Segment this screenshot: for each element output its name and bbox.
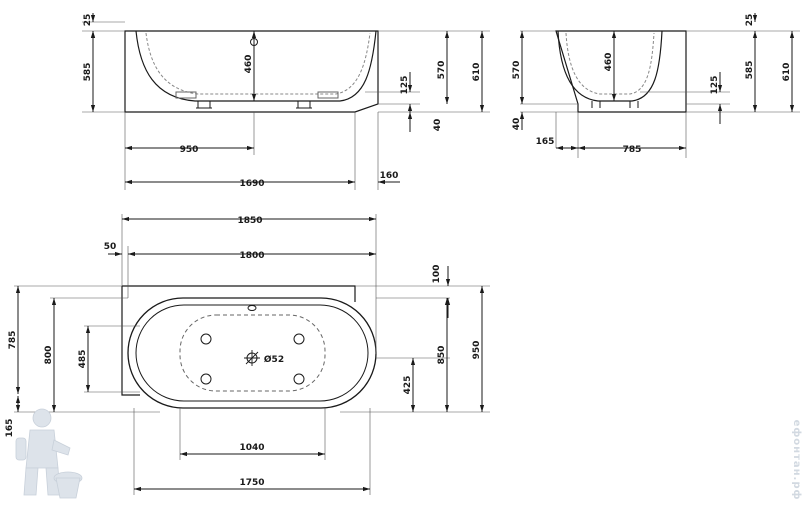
dim-end-125: 125 (710, 76, 720, 95)
dim-top-1800: 1800 (239, 251, 264, 261)
side-view-tub-shell (135, 30, 377, 102)
dim-top-800: 800 (44, 346, 54, 365)
dim-top-1750: 1750 (239, 478, 264, 488)
dim-end-25: 25 (745, 14, 755, 27)
dim-side-950: 950 (180, 145, 199, 155)
dim-side-160: 160 (380, 171, 399, 181)
dim-end-610: 610 (782, 63, 792, 82)
dim-top-100: 100 (432, 265, 442, 284)
dim-top-165: 165 (5, 419, 15, 438)
dim-side-610: 610 (472, 63, 482, 82)
dim-top-950: 950 (472, 341, 482, 360)
dim-top-drain: Ø52 (264, 354, 284, 365)
jet-1 (200, 333, 212, 345)
watermark-text: ефонтан.рф (791, 420, 803, 501)
dim-side-460: 460 (244, 55, 254, 74)
dim-end-585: 585 (745, 61, 755, 80)
end-view-labels: 570 40 460 25 125 585 610 165 785 (512, 14, 792, 155)
dim-side-1690: 1690 (239, 179, 264, 189)
top-view-overflow (247, 305, 257, 311)
dim-end-40: 40 (512, 118, 522, 131)
side-view-foot-left (196, 101, 212, 109)
end-view-tub-shell (557, 30, 663, 102)
dim-top-850: 850 (437, 346, 447, 365)
dim-side-570: 570 (437, 61, 447, 80)
dim-side-25: 25 (83, 14, 93, 27)
dim-end-570: 570 (512, 61, 522, 80)
end-view-panel (555, 30, 687, 113)
top-view (14, 214, 490, 495)
dim-top-485: 485 (78, 350, 88, 369)
plumber-mascot-icon (15, 408, 83, 499)
dim-top-785: 785 (8, 331, 18, 350)
dim-end-165: 165 (536, 137, 555, 147)
jet-2 (293, 333, 305, 345)
jet-4 (293, 373, 305, 385)
dim-top-50: 50 (104, 242, 117, 252)
side-view (82, 13, 490, 190)
side-view-panel (124, 30, 379, 113)
dim-side-125: 125 (400, 76, 410, 95)
end-view (519, 13, 800, 158)
dim-side-40: 40 (433, 119, 443, 132)
side-view-labels: 25 585 460 125 40 570 610 950 1690 160 (83, 14, 482, 189)
dim-top-425: 425 (403, 376, 413, 395)
dim-top-1850: 1850 (237, 216, 262, 226)
top-view-panel (121, 285, 356, 396)
dim-end-460: 460 (604, 53, 614, 72)
top-view-labels: 1850 50 1800 100 785 800 485 Ø52 425 850… (5, 216, 482, 488)
dim-side-585: 585 (83, 63, 93, 82)
dim-top-1040: 1040 (239, 443, 264, 453)
dim-end-785: 785 (623, 145, 642, 155)
jet-3 (200, 373, 212, 385)
side-view-foot-right (296, 101, 312, 109)
